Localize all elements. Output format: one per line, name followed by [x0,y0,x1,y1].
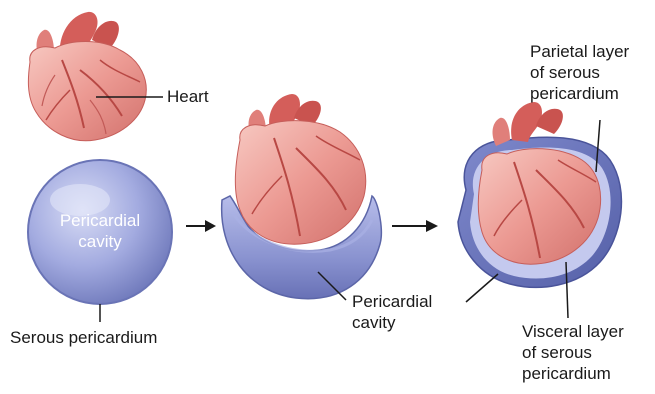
pericardial-cavity-label-line2: cavity [352,313,395,333]
arrow-right-2 [392,220,438,232]
visceral-label-line3: pericardium [522,364,611,384]
heart-illustration-1 [28,12,146,141]
sac-cavity-label-line2: cavity [40,232,160,252]
serous-pericardium-label: Serous pericardium [10,328,157,348]
arrow-right-1 [186,220,216,232]
heart-in-sac-illustration [222,94,382,299]
parietal-label-line3: pericardium [530,84,619,104]
heart-label: Heart [167,87,209,107]
heart-enclosed-illustration [458,102,621,287]
sac-cavity-label-line1: Pericardial [40,211,160,231]
parietal-label-line2: of serous [530,63,600,83]
pericardial-cavity-label-line1: Pericardial [352,292,432,312]
parietal-label-line1: Parietal layer [530,42,629,62]
visceral-label-line2: of serous [522,343,592,363]
visceral-label-line1: Visceral layer [522,322,624,342]
right-cavity-leader-line [466,274,498,302]
